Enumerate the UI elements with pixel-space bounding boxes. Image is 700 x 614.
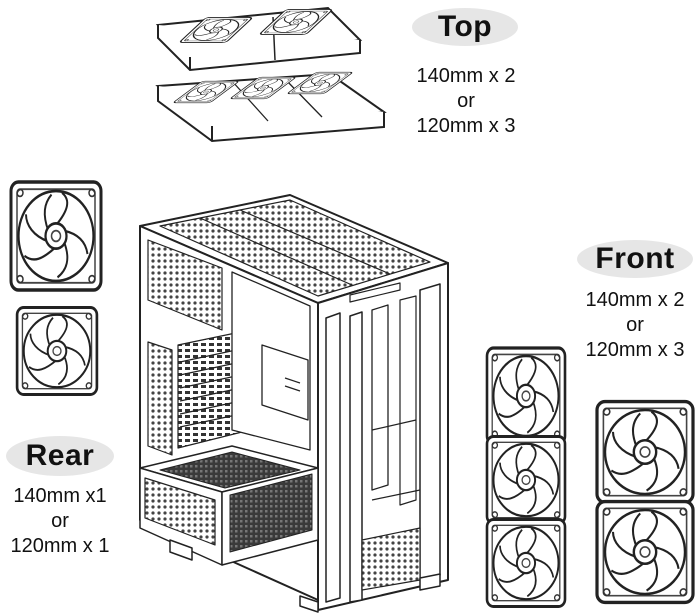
top-spec-140: 140mm x 2	[416, 65, 516, 87]
rear-fan-120mm-icon	[15, 306, 99, 396]
top-fan-row-140mm	[155, 6, 363, 72]
rear-spec-120: 120mm x 1	[10, 535, 110, 557]
front-fan-spec: 140mm x 2 or 120mm x 3	[572, 288, 698, 363]
front-label: Front	[577, 240, 693, 278]
pc-case-illustration	[139, 194, 449, 613]
top-fan-spec: 140mm x 2 or 120mm x 3	[396, 64, 536, 139]
rear-label: Rear	[6, 436, 114, 476]
top-spec-or: or	[457, 90, 475, 112]
front-fan-column-120mm	[485, 346, 567, 608]
rear-spec-or: or	[51, 510, 69, 532]
rear-fan-spec: 140mm x1 or 120mm x 1	[0, 484, 124, 559]
front-spec-120: 120mm x 3	[585, 339, 685, 361]
rear-fan-140mm-icon	[9, 180, 103, 292]
rear-spec-140: 140mm x1	[13, 485, 107, 507]
top-spec-120: 120mm x 3	[416, 115, 516, 137]
front-spec-140: 140mm x 2	[585, 289, 685, 311]
top-label: Top	[412, 8, 518, 46]
front-spec-or: or	[626, 314, 644, 336]
front-fan-column-140mm	[595, 399, 695, 605]
top-fan-row-120mm	[155, 71, 387, 143]
